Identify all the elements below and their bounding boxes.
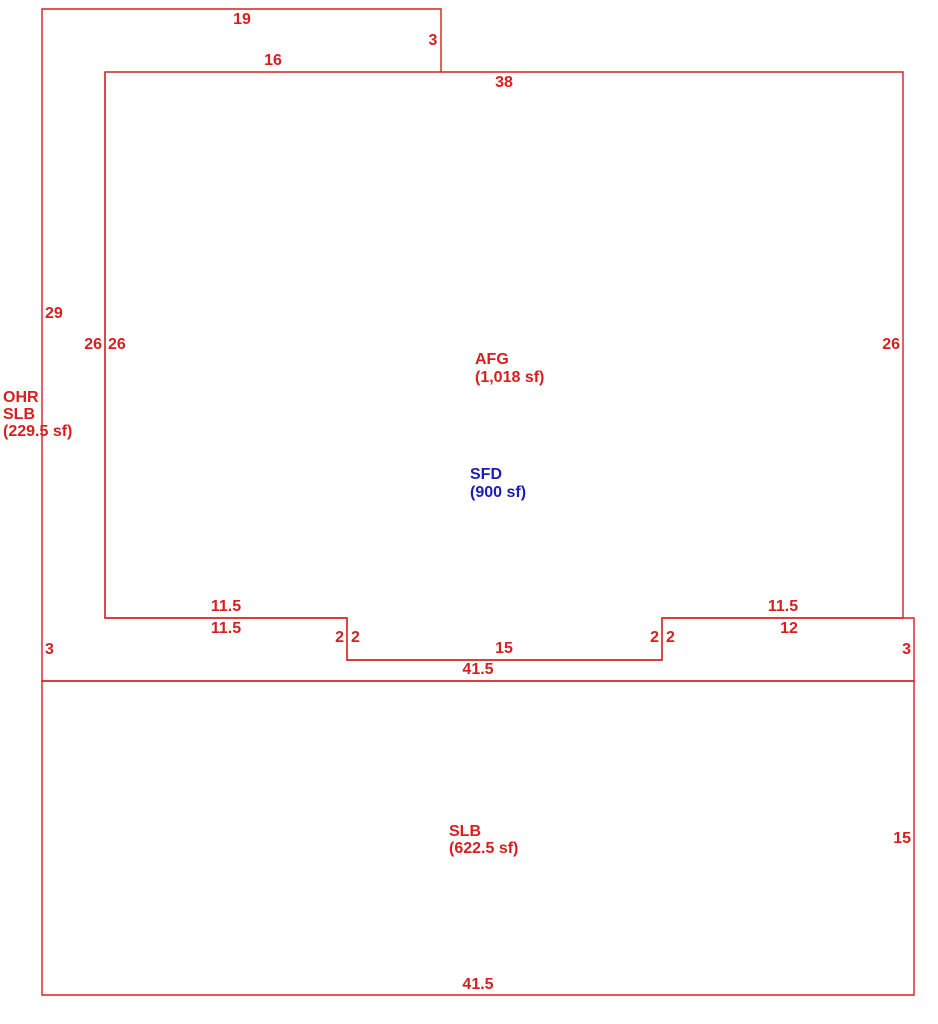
area-label-sfd-sf: (900 sf): [470, 484, 526, 501]
dim-afg-step-right: 2: [666, 629, 675, 646]
area-label-sfd: SFD: [470, 466, 502, 483]
area-label-ohr-slb: OHR: [3, 389, 39, 406]
area-label-slb-sf: (622.5 sf): [449, 840, 518, 857]
area-label-slb: SLB: [449, 823, 481, 840]
dim-slb-bottom: 41.5: [462, 976, 493, 993]
dim-ohr-left: 29: [45, 305, 63, 322]
dim-afg-bottom-right: 11.5: [768, 598, 798, 615]
slb-outline: [41, 680, 915, 996]
dim-afg-right: 26: [882, 336, 900, 353]
dim-afg-bottom-left: 11.5: [211, 598, 241, 615]
area-label-afg: AFG: [475, 351, 509, 368]
dim-afg-left: 26: [108, 336, 126, 353]
dim-ohr-top-right: 3: [429, 32, 438, 49]
dim-afg-step-left: 2: [351, 629, 360, 646]
dim-ohr-step-left: 2: [335, 629, 344, 646]
dim-ohr-right: 3: [902, 641, 911, 658]
area-label-ohr-slb-type: SLB: [3, 406, 35, 423]
dim-afg-top: 38: [495, 74, 513, 91]
dim-ohr-inner-left: 26: [84, 336, 102, 353]
dim-ohr-top: 19: [233, 11, 251, 28]
dim-slb-right: 15: [893, 830, 911, 847]
dim-ohr-bottom-right-step: 12: [780, 620, 798, 637]
dim-afg-bottom-middle: 15: [495, 640, 513, 657]
area-label-ohr-slb-sf: (229.5 sf): [3, 423, 72, 440]
dim-ohr-bottom-left: 3: [45, 641, 54, 658]
dim-ohr-step-right: 2: [650, 629, 659, 646]
area-label-afg-sf: (1,018 sf): [475, 369, 544, 386]
ohr-slb-outline: [41, 8, 915, 682]
dim-ohr-bottom: 41.5: [462, 661, 493, 678]
dim-ohr-bottom-left-step: 11.5: [211, 620, 241, 637]
dim-ohr-inner-top: 16: [264, 52, 282, 69]
afg-outline: [104, 71, 904, 661]
